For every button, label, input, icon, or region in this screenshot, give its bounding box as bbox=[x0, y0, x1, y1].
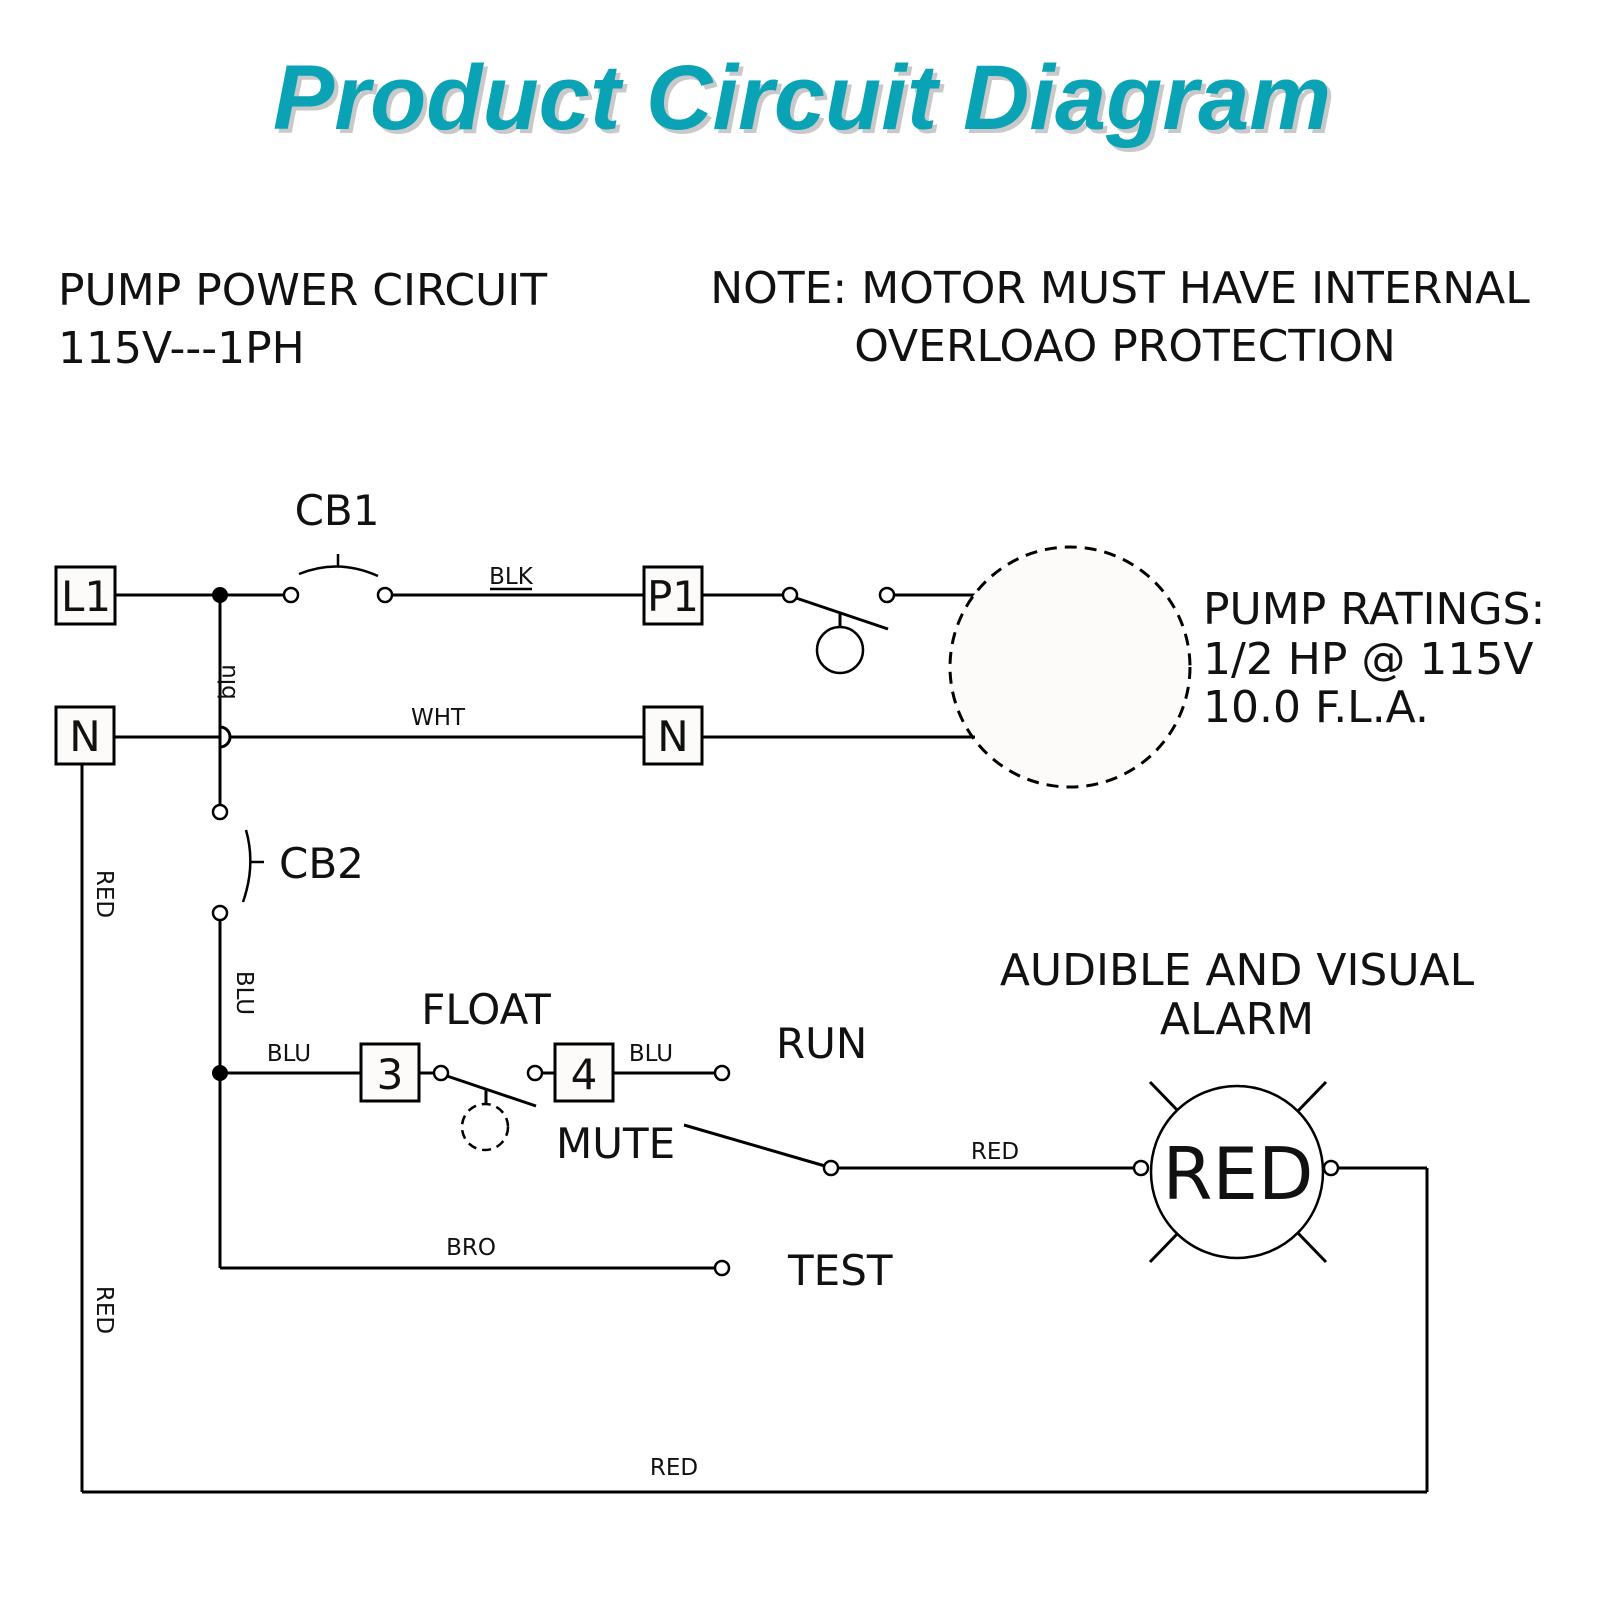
pump-ratings-current: 10.0 F.L.A. bbox=[1203, 682, 1429, 733]
cb1-contact-arc bbox=[298, 565, 379, 578]
terminal-4-label: 4 bbox=[571, 1050, 598, 1099]
pump-float-icon bbox=[815, 625, 865, 675]
run-terminal bbox=[713, 1064, 731, 1082]
float-switch-row: BLU 3 FLOAT 4 BLU RUN bbox=[220, 985, 867, 1152]
pump-ratings-power: 1/2 HP @ 115V bbox=[1203, 634, 1533, 685]
wire-label-red-vertical-2: RED bbox=[91, 1286, 117, 1334]
l1-line: L1 CB1 BLK P1 bbox=[54, 486, 975, 675]
alarm: AUDIBLE AND VISUAL ALARM RED bbox=[1000, 945, 1475, 1264]
alarm-lamp-icon bbox=[1149, 1084, 1325, 1260]
alarm-title-line-2: ALARM bbox=[1160, 994, 1314, 1045]
selector-blade bbox=[683, 1123, 826, 1168]
wire-label-blu-vertical: BLU bbox=[231, 971, 257, 1015]
terminal-l1-label: L1 bbox=[61, 572, 111, 621]
page-title: Product Circuit Diagram bbox=[273, 47, 1331, 149]
alarm-lamp-label: RED bbox=[1163, 1132, 1314, 1216]
terminal-n-right-label: N bbox=[657, 712, 688, 761]
wire-label-red-vertical-1: RED bbox=[91, 870, 117, 918]
circuit-name: PUMP POWER CIRCUIT bbox=[58, 265, 547, 316]
float-switch-blade bbox=[446, 1074, 537, 1108]
selector-common-terminal bbox=[822, 1159, 840, 1177]
float-icon bbox=[460, 1102, 510, 1152]
pump-switch-blade bbox=[795, 596, 889, 631]
float-switch-terminal-left bbox=[432, 1064, 450, 1082]
alarm-ray-bottom-right bbox=[1294, 1229, 1328, 1264]
pump-switch-terminal-right bbox=[878, 586, 896, 604]
pump-switch-terminal-left bbox=[781, 586, 799, 604]
wire-label-bro: BRO bbox=[446, 1235, 496, 1261]
alarm-ray-top-left bbox=[1148, 1080, 1182, 1115]
test-line: BRO TEST bbox=[220, 1235, 893, 1295]
cb2-terminal-top bbox=[211, 803, 229, 821]
cb2-terminal-bottom bbox=[211, 904, 229, 922]
neutral-line: N WHT N bbox=[54, 705, 975, 766]
cb1-label: CB1 bbox=[295, 486, 380, 535]
selector-switch: MUTE RED bbox=[556, 1119, 1134, 1177]
wire-label-wht: WHT bbox=[411, 705, 466, 731]
pump-motor-icon bbox=[948, 545, 1192, 789]
return-loop: RED RED RED bbox=[80, 764, 1429, 1494]
wire-label-red-bottom: RED bbox=[650, 1455, 698, 1481]
float-label: FLOAT bbox=[421, 985, 551, 1034]
wire-label-blk: BLK bbox=[489, 564, 534, 590]
title-group: Product Circuit Diagram Product Circuit … bbox=[273, 47, 1335, 153]
title-shadow: Product Circuit Diagram bbox=[277, 51, 1335, 153]
wire-label-blu-to-3: BLU bbox=[267, 1041, 311, 1067]
pump-ratings-heading: PUMP RATINGS: bbox=[1203, 584, 1545, 635]
terminal-p1-label: P1 bbox=[647, 572, 699, 621]
mute-label: MUTE bbox=[556, 1119, 675, 1168]
cb1-terminal-right bbox=[376, 586, 394, 604]
cb1-terminal-left bbox=[282, 586, 300, 604]
terminal-n-right-box bbox=[642, 705, 704, 766]
float-switch-terminal-right bbox=[526, 1064, 544, 1082]
terminal-3-label: 3 bbox=[377, 1050, 404, 1099]
run-label: RUN bbox=[776, 1019, 867, 1068]
terminal-l1-box bbox=[54, 565, 117, 626]
cb2-contact-arc bbox=[241, 829, 252, 903]
note-line-1: NOTE: MOTOR MUST HAVE INTERNAL bbox=[710, 263, 1530, 314]
terminal-n-left-box bbox=[54, 705, 116, 766]
wire-label-blu-from-4: BLU bbox=[629, 1041, 673, 1067]
test-label: TEST bbox=[787, 1246, 893, 1295]
note-line-2: OVERLOAO PROTECTION bbox=[854, 321, 1396, 372]
alarm-title-line-1: AUDIBLE AND VISUAL bbox=[1000, 945, 1475, 996]
alarm-terminal-left bbox=[1132, 1159, 1150, 1177]
circuit-spec: 115V---1PH bbox=[58, 323, 305, 374]
wire-label-red-to-alarm: RED bbox=[971, 1139, 1019, 1165]
terminal-n-left-label: N bbox=[69, 712, 100, 761]
alarm-terminal-right bbox=[1322, 1159, 1340, 1177]
test-terminal bbox=[713, 1259, 731, 1277]
cb2-breaker: CB2 bbox=[211, 803, 364, 922]
wire-label-blu-lower: blu bbox=[215, 664, 241, 700]
cb2-label: CB2 bbox=[279, 839, 364, 888]
alarm-ray-top-right bbox=[1294, 1080, 1328, 1115]
alarm-ray-bottom-left bbox=[1148, 1229, 1182, 1264]
